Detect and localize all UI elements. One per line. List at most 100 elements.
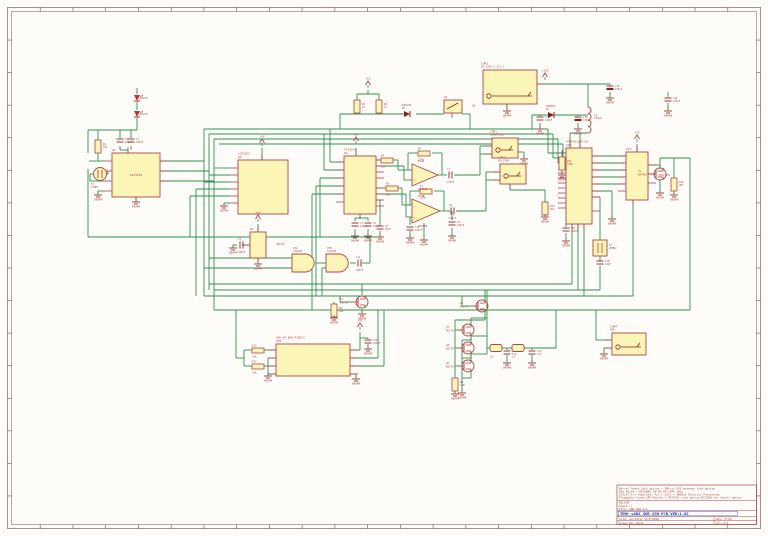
svg-text:GNDPWR: GNDPWR (406, 242, 415, 245)
title-block: Barrel Power Jack option + 5MA or DSE an… (616, 484, 757, 525)
led-D3[interactable]: LED (134, 110, 148, 118)
gnd-symbol: GNDPWR (600, 351, 609, 361)
svg-text:IC4A: IC4A (418, 159, 425, 163)
svg-text:22pF: 22pF (605, 263, 611, 266)
svg-text:100nF: 100nF (457, 224, 465, 227)
gnd-symbol: GNDPWR (670, 192, 679, 202)
supply-symbol: +12V (542, 69, 549, 80)
gnd-symbol: GNDPWR (229, 245, 238, 255)
svg-text:Y1: Y1 (91, 182, 95, 186)
svg-text:USD_X9_BA6_PINS13: USD_X9_BA6_PINS13 (276, 336, 305, 340)
svg-text:GNDPWR: GNDPWR (220, 210, 229, 213)
svg-text:SPK: SPK (610, 328, 615, 332)
svg-text:R4: R4 (381, 154, 385, 158)
gnd-symbol: GNDPWR (664, 108, 673, 118)
svg-text:D1: D1 (546, 107, 550, 111)
svg-text:10R: 10R (460, 383, 465, 387)
svg-text:GNDPWR: GNDPWR (562, 245, 571, 248)
gnd-symbol: GNDPWR (448, 233, 457, 243)
led-D2[interactable]: LED (134, 94, 148, 102)
inductor-L3[interactable]: L3 (511, 344, 525, 359)
gnd-symbol: GNDPWR (376, 234, 385, 244)
svg-text:2k2: 2k2 (550, 207, 555, 211)
svg-text:CON1: CON1 (490, 130, 497, 134)
svg-text:MIC/SPK: MIC/SPK (498, 159, 509, 163)
gnd-symbol: GNDPWR (536, 126, 545, 136)
gnd-symbol: GNDPWR (562, 238, 571, 248)
svg-text:Q3: Q3 (446, 325, 450, 329)
svg-text:78L05: 78L05 (276, 242, 285, 246)
supply-symbol: +5V (365, 77, 371, 88)
svg-text:GNDPWR: GNDPWR (664, 115, 673, 118)
inductor-L2[interactable]: L2 (489, 344, 503, 359)
svg-text:BS170: BS170 (446, 329, 454, 333)
svg-text:C19: C19 (673, 97, 678, 100)
gnd-symbol: GNDPWR (220, 203, 229, 213)
svg-text:220nF: 220nF (449, 217, 457, 220)
svg-text:IC3: IC3 (626, 147, 632, 151)
svg-text:D5: D5 (402, 106, 406, 110)
wire-net[interactable] (87, 83, 691, 393)
